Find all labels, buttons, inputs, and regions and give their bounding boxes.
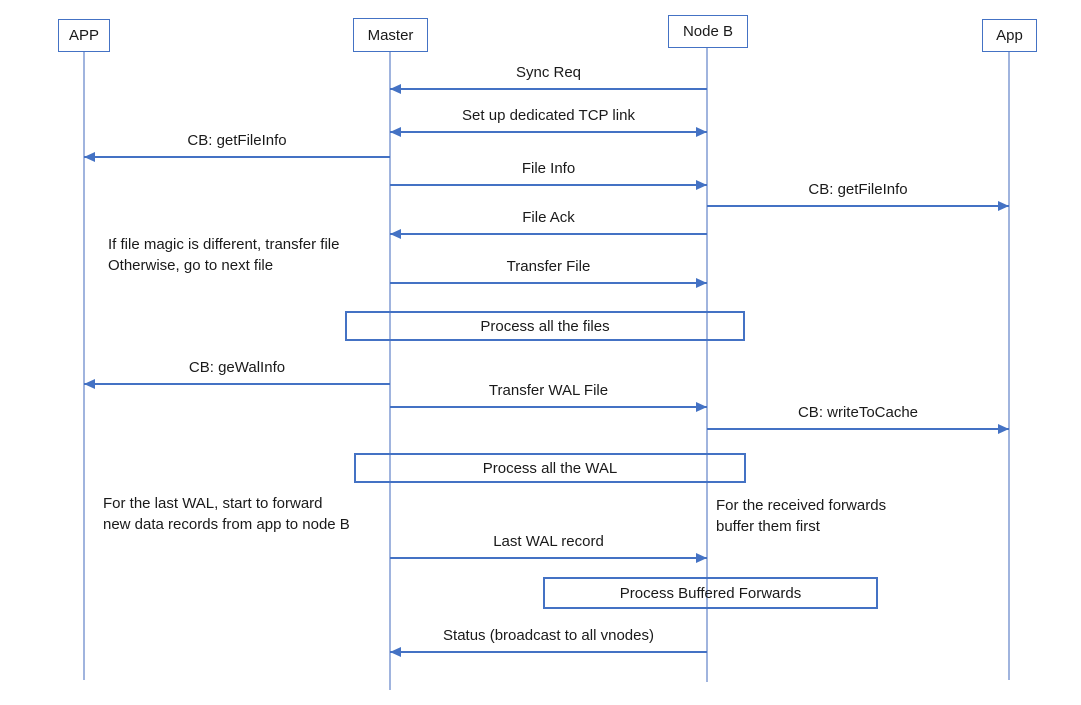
note-line: If file magic is different, transfer fil… [108,236,340,253]
message-label: Transfer File [506,258,591,275]
message-line [707,428,1009,430]
lifeline-app-right [1008,52,1010,680]
message-line [390,184,707,186]
message-label: Status (broadcast to all vnodes) [443,627,654,644]
arrowhead-right-icon [696,553,707,563]
message-line [390,131,707,133]
note-line: new data records from app to node B [103,516,350,533]
note-line: buffer them first [716,518,820,535]
actor-label: APP [68,27,99,44]
message-label: File Info [521,160,576,177]
arrowhead-right-icon [696,127,707,137]
message-label: CB: getFileInfo [808,181,908,198]
arrowhead-left-icon [390,647,401,657]
process-box-buffered-forwards: Process Buffered Forwards [543,577,878,609]
note-received-forwards: For the received forwards buffer them fi… [716,495,886,537]
lifeline-node-b [706,48,708,682]
message-line [84,156,390,158]
message-label: Last WAL record [493,533,604,550]
arrowhead-left-icon [84,379,95,389]
arrowhead-left-icon [84,152,95,162]
message-line [390,282,707,284]
message-line [390,233,707,235]
note-line: For the received forwards [716,497,887,514]
note-file-magic: If file magic is different, transfer fil… [108,234,339,276]
actor-label: Master [367,26,414,44]
actor-label: App [996,27,1023,44]
arrowhead-left-icon [390,127,401,137]
lifeline-master [389,52,391,690]
note-last-wal-forward: For the last WAL, start to forward new d… [103,493,350,535]
arrowhead-left-icon [390,229,401,239]
message-label: CB: getFileInfo [187,132,287,149]
process-box-files: Process all the files [345,311,745,341]
message-label: CB: geWalInfo [188,359,286,376]
actor-label: Node B [682,23,734,40]
message-line [390,651,707,653]
process-box-label: Process all the files [480,317,610,335]
process-box-label: Process all the WAL [482,459,618,477]
arrowhead-left-icon [390,84,401,94]
message-line [390,406,707,408]
actor-box-app-right: App [982,19,1037,52]
message-line [84,383,390,385]
arrowhead-right-icon [696,402,707,412]
arrowhead-right-icon [998,424,1009,434]
process-box-label: Process Buffered Forwards [619,584,802,602]
message-line [390,557,707,559]
message-label: CB: writeToCache [797,404,919,421]
actor-box-app-left: APP [58,19,110,52]
arrowhead-right-icon [696,278,707,288]
actor-box-node-b: Node B [668,15,748,48]
message-label: Sync Req [515,64,582,81]
arrowhead-right-icon [696,180,707,190]
message-line [390,88,707,90]
actor-box-master: Master [353,18,428,52]
lifeline-app-left [83,52,85,680]
note-line: For the last WAL, start to forward [103,495,323,512]
message-label: File Ack [522,209,575,226]
message-label: Transfer WAL File [488,382,609,399]
process-box-wal: Process all the WAL [354,453,746,483]
note-line: Otherwise, go to next file [108,257,274,274]
message-line [707,205,1009,207]
message-label: Set up dedicated TCP link [462,107,635,124]
arrowhead-right-icon [998,201,1009,211]
